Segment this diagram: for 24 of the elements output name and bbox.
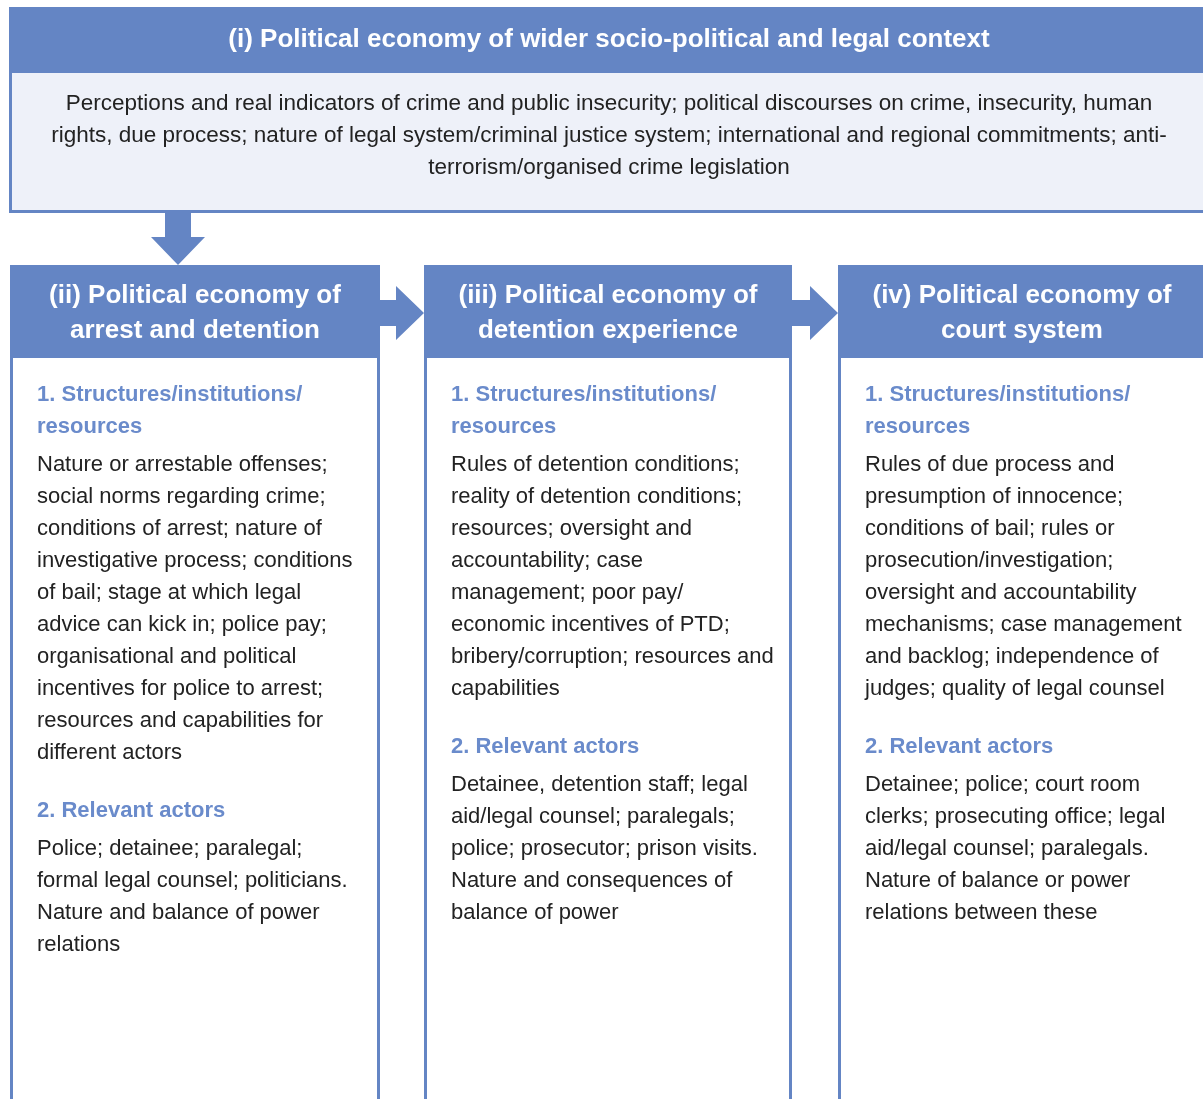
section-heading: 2. Relevant actors bbox=[451, 732, 641, 760]
body-text: Detainee, detention staff; legal aid/legal counsel; paralegals; police; prosecutor; prison visits. Nature and consequences of balance of power bbox=[451, 770, 759, 926]
section-heading: 1. Structures/institutions/ resources bbox=[37, 380, 304, 440]
section-heading: 2. Relevant actors bbox=[37, 796, 227, 824]
body-text: Detainee; police; court room clerks; prosecuting office; legal aid/legal counsel; paralegals. Nature of balance or power relations between these bbox=[865, 770, 1167, 926]
block-arrow bbox=[380, 286, 424, 340]
body-text: Police; detainee; paralegal; formal legal counsel; politicians. Nature and balance of power relations bbox=[37, 834, 349, 958]
column-panel bbox=[838, 265, 1203, 1099]
block-arrow bbox=[792, 286, 838, 340]
column-panel bbox=[424, 265, 792, 1099]
body-text: Rules of detention conditions; reality of detention conditions; resources; oversight and accountability; case management; poor pay/ economic incentives of PTD; bribery/corruption; resources and capabilities bbox=[451, 450, 775, 702]
section-heading: 1. Structures/institutions/ resources bbox=[865, 380, 1132, 440]
body-text: Rules of due process and presumption of innocence; conditions of bail; rules or prosecution/investigation; oversight and accountability mechanisms; case management and backlog; independence of judges; quality of legal counsel bbox=[865, 450, 1183, 702]
body-text: Perceptions and real indicators of crime and public insecurity; political discourses on crime, insecurity, human rights, due process; nature of legal system/criminal justice system; international and regional commitments; anti-terrorism/organised crime legislation bbox=[50, 89, 1168, 181]
panel-heading: (ii) Political economy of arrest and detention bbox=[10, 265, 380, 358]
column-panel bbox=[10, 265, 380, 1099]
block-arrow bbox=[151, 213, 205, 265]
panel-heading: (iii) Political economy of detention experience bbox=[424, 265, 792, 358]
panel-heading: (iv) Political economy of court system bbox=[838, 265, 1203, 358]
panel-heading: (i) Political economy of wider socio-political and legal context bbox=[9, 7, 1203, 73]
body-text: Nature or arrestable offenses; social norms regarding crime; conditions of arrest; nature of investigative process; conditions of bail; stage at which legal advice can kick in; police pay; organisational and political incentives for police to arrest; resources and capabilities for different actors bbox=[37, 450, 354, 766]
section-heading: 1. Structures/institutions/ resources bbox=[451, 380, 718, 440]
section-heading: 2. Relevant actors bbox=[865, 732, 1055, 760]
context-panel bbox=[9, 7, 1203, 213]
